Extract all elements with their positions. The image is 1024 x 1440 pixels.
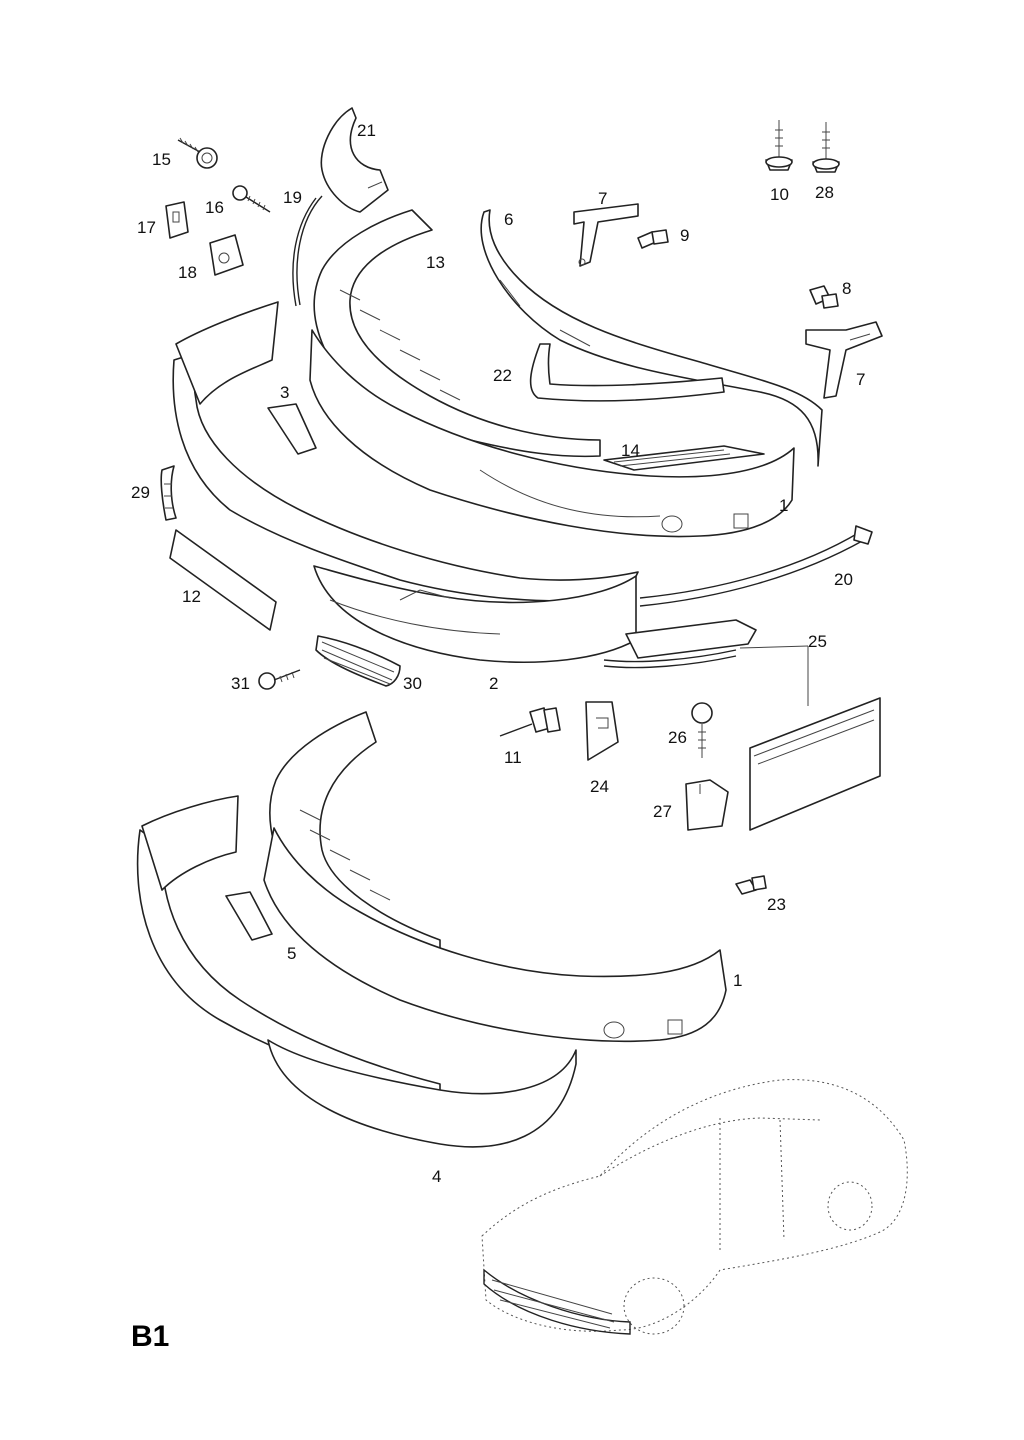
callout-24: 24 bbox=[590, 777, 609, 796]
page-code: B1 bbox=[131, 1320, 170, 1353]
callout-19: 19 bbox=[283, 188, 302, 207]
bracket-22 bbox=[529, 343, 725, 402]
callout-4: 4 bbox=[432, 1167, 442, 1186]
callout-9: 9 bbox=[680, 226, 690, 245]
callout-5: 5 bbox=[287, 944, 297, 963]
plate-12 bbox=[169, 529, 277, 631]
callout-16: 16 bbox=[205, 198, 224, 217]
callout-12: 12 bbox=[182, 587, 201, 606]
rivet-23 bbox=[735, 875, 767, 895]
bumper-cover-13 bbox=[313, 209, 601, 458]
screw-28 bbox=[812, 122, 840, 173]
callout-2: 2 bbox=[489, 674, 499, 693]
nut-plate-18 bbox=[209, 234, 244, 276]
callout-21: 21 bbox=[357, 121, 376, 140]
callout-7-top: 7 bbox=[598, 189, 608, 208]
callout-3: 3 bbox=[280, 383, 290, 402]
grille-strip-14 bbox=[603, 445, 765, 471]
rivet-11 bbox=[499, 707, 561, 737]
bumper-4 bbox=[136, 795, 577, 1148]
strip-19 bbox=[292, 195, 323, 307]
callout-30: 30 bbox=[403, 674, 422, 693]
car-illustration bbox=[481, 1079, 908, 1335]
screw-10 bbox=[765, 120, 793, 171]
bolt-9 bbox=[637, 229, 669, 249]
clip-27 bbox=[685, 779, 729, 831]
callout-8: 8 bbox=[842, 279, 852, 298]
bracket-21 bbox=[320, 107, 389, 213]
bumper-outer-1-lower bbox=[263, 827, 727, 1043]
lower-spoiler-25 bbox=[603, 619, 757, 669]
callout-1-top: 1 bbox=[779, 496, 789, 515]
bracket-7-right bbox=[805, 321, 883, 399]
screw-15 bbox=[177, 137, 218, 169]
clip-5 bbox=[225, 891, 273, 941]
strip-20 bbox=[639, 525, 873, 607]
screw-26 bbox=[691, 702, 713, 758]
callout-22: 22 bbox=[493, 366, 512, 385]
callout-18: 18 bbox=[178, 263, 197, 282]
bumper-outer-1-top bbox=[309, 329, 795, 538]
bumper-2 bbox=[172, 301, 639, 664]
clip-24 bbox=[585, 701, 619, 761]
callout-7-right: 7 bbox=[856, 370, 866, 389]
clip-17 bbox=[165, 201, 189, 239]
callout-23: 23 bbox=[767, 895, 786, 914]
callout-11: 11 bbox=[504, 748, 522, 767]
callout-6: 6 bbox=[504, 210, 514, 229]
callout-15: 15 bbox=[152, 150, 171, 169]
callout-17: 17 bbox=[137, 218, 156, 237]
callout-20: 20 bbox=[834, 570, 853, 589]
callout-28: 28 bbox=[815, 183, 834, 202]
bracket-7-top bbox=[573, 203, 639, 267]
callout-13: 13 bbox=[426, 253, 445, 272]
bolt-8 bbox=[809, 285, 839, 309]
reinforcement-6 bbox=[480, 209, 823, 467]
callout-10: 10 bbox=[770, 185, 789, 204]
strip-29 bbox=[160, 465, 177, 521]
callout-27: 27 bbox=[653, 802, 672, 821]
callout-26: 26 bbox=[668, 728, 687, 747]
callout-29: 29 bbox=[131, 483, 150, 502]
grille-30 bbox=[315, 635, 401, 687]
callout-31: 31 bbox=[231, 674, 250, 693]
rail-25 bbox=[749, 697, 881, 831]
clip-3 bbox=[267, 403, 317, 455]
screw-31 bbox=[258, 669, 301, 690]
screw-16 bbox=[232, 185, 271, 213]
callout-25: 25 bbox=[808, 632, 827, 651]
callout-1-lower: 1 bbox=[733, 971, 743, 990]
callout-14: 14 bbox=[621, 441, 640, 460]
leader-lines bbox=[739, 645, 809, 706]
